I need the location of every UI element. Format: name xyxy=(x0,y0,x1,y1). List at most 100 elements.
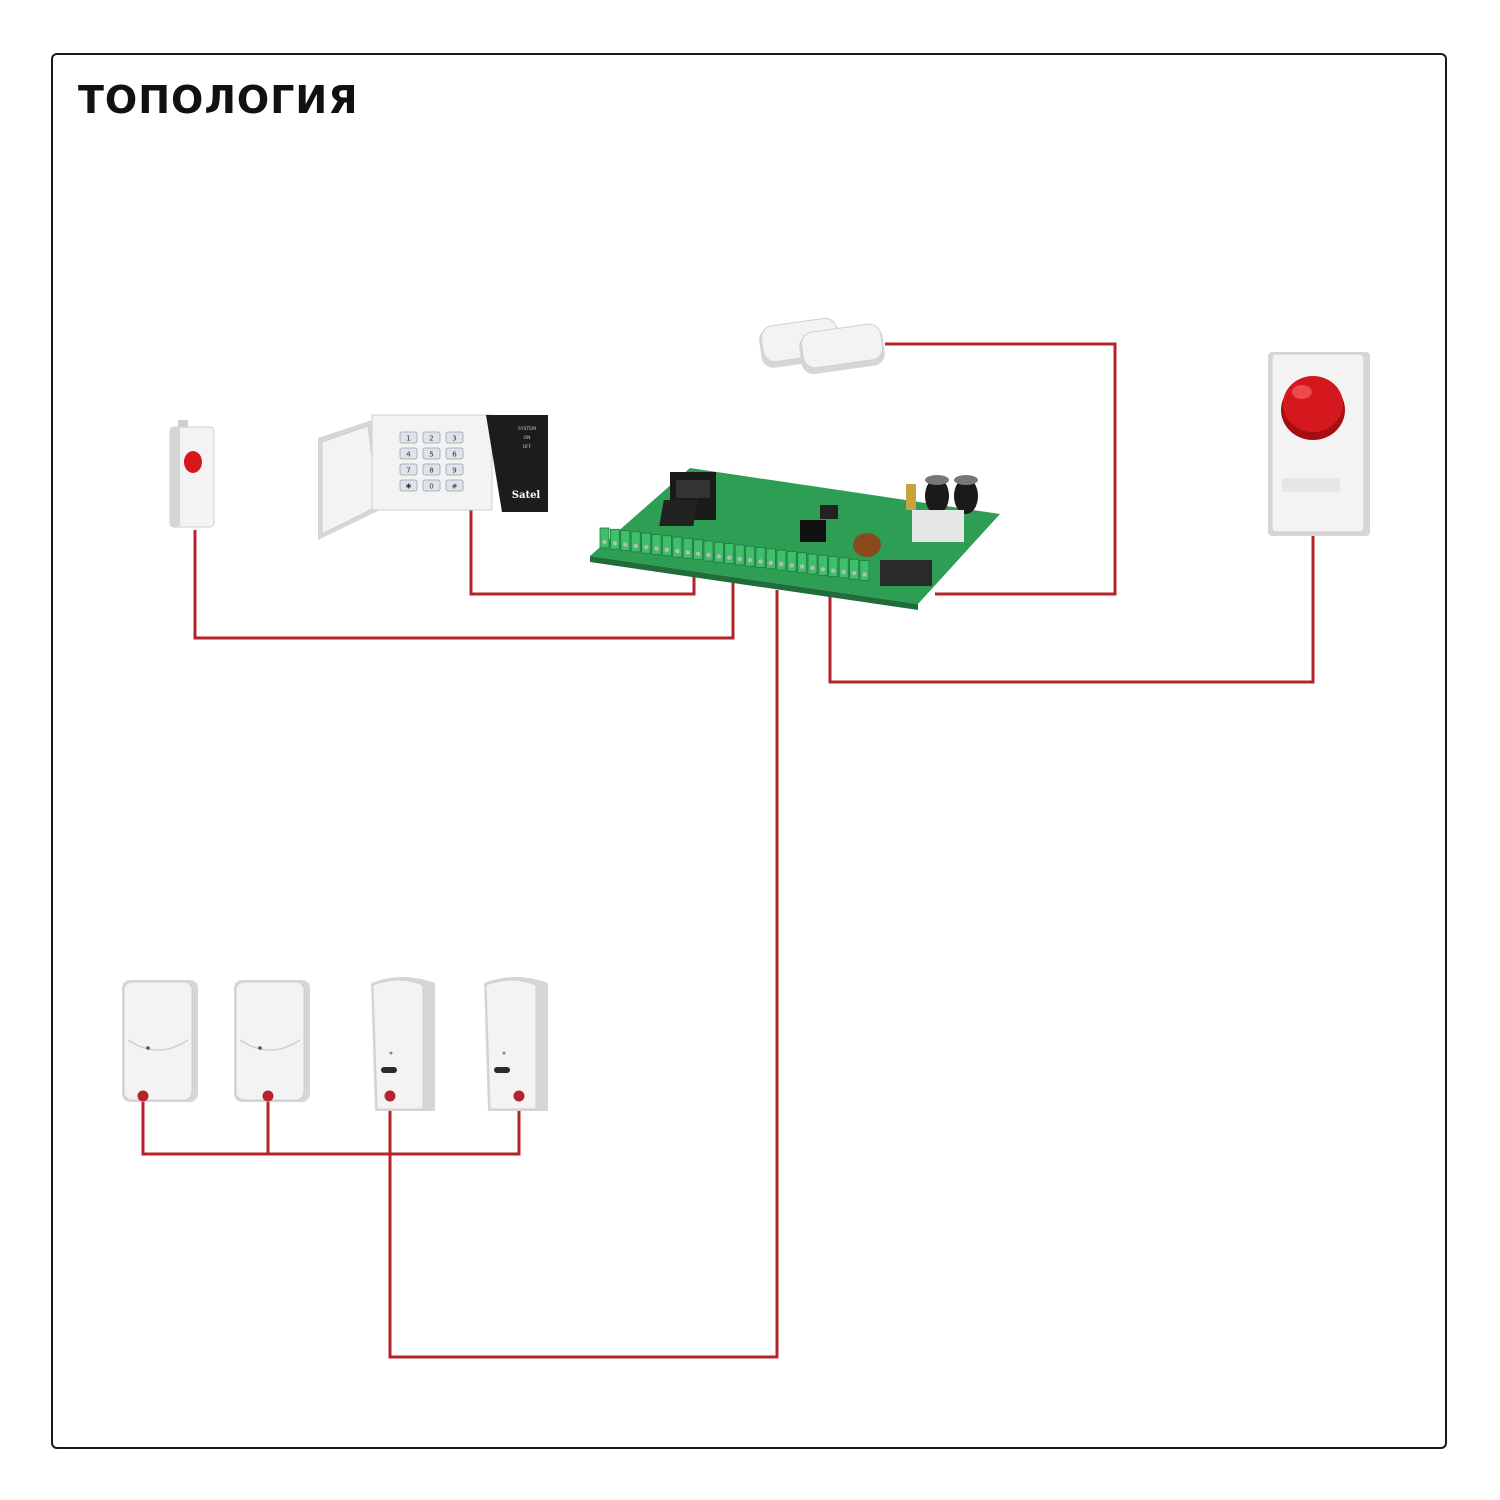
terminal-screw xyxy=(859,560,870,581)
keypad-key-label: 1 xyxy=(406,435,410,443)
panic-red-button-icon xyxy=(184,451,202,473)
terminal-screw-head xyxy=(841,569,846,575)
keypad-key xyxy=(445,431,464,444)
terminal-screw xyxy=(807,553,818,575)
terminal-screw xyxy=(610,528,620,550)
terminal-screw-head xyxy=(789,563,794,568)
keypad-key xyxy=(422,431,441,444)
wire-siren xyxy=(828,533,1315,684)
connection-points xyxy=(137,1090,525,1102)
keypad-key xyxy=(399,447,418,460)
terminal-screw xyxy=(724,543,735,564)
motion-detector-2 xyxy=(234,980,310,1102)
terminal-screw xyxy=(776,549,787,571)
terminal-screw-head xyxy=(831,568,836,573)
keypad-status-labels: SYSTEM ON OFF xyxy=(518,426,536,450)
keypad-key xyxy=(399,479,418,492)
terminal-screw xyxy=(620,530,631,551)
terminal-screw xyxy=(651,534,662,555)
terminal-screw-head xyxy=(685,550,690,555)
keypad-key xyxy=(445,447,464,460)
motion-detector-3 xyxy=(371,977,435,1111)
terminal-screw-head xyxy=(623,542,628,547)
detector-3-connection-dot xyxy=(384,1090,396,1102)
terminal-screw-head xyxy=(664,547,670,552)
terminal-screw-head xyxy=(851,571,857,576)
magnetic-contact-device xyxy=(759,317,885,375)
terminal-screw xyxy=(641,532,651,554)
terminal-block xyxy=(599,527,870,581)
diagram-frame xyxy=(51,53,1447,1449)
terminal-screw-head xyxy=(758,559,763,564)
siren-lamp-icon xyxy=(1283,376,1343,432)
keypad-key-label: # xyxy=(452,483,458,491)
terminal-screw xyxy=(755,547,766,568)
keypad-key-label: ✱ xyxy=(406,483,412,491)
terminal-screw xyxy=(734,544,745,566)
terminal-screw-head xyxy=(747,558,753,563)
wire-magnetic-contact xyxy=(885,342,1117,596)
keypad-key xyxy=(422,479,441,492)
terminal-screw-head xyxy=(643,545,649,550)
terminal-screw xyxy=(745,545,755,567)
motion-detector-1 xyxy=(122,980,198,1102)
detector-lens-icon xyxy=(494,1067,510,1073)
keypad-key-label: 4 xyxy=(406,451,411,459)
wire-panic-button xyxy=(193,530,735,640)
detector-led-icon xyxy=(389,1051,393,1055)
keypad-brand-logo: Satel xyxy=(512,490,541,501)
keypad-key-label: 2 xyxy=(429,435,433,443)
keypad-status-label: OFF xyxy=(523,444,532,450)
keypad-key-label: 5 xyxy=(429,451,433,459)
detector-led-icon xyxy=(258,1046,262,1050)
terminal-screw-head xyxy=(695,551,701,556)
keypad-key xyxy=(399,431,418,444)
keypad-key-label: 0 xyxy=(429,483,433,491)
terminal-screw xyxy=(838,557,849,579)
terminal-screw xyxy=(662,535,672,557)
keypad-key-label: 6 xyxy=(452,451,457,459)
detector-1-connection-dot xyxy=(137,1090,149,1102)
detector-lens-icon xyxy=(381,1067,397,1073)
detector-led-icon xyxy=(146,1046,150,1050)
keypad-key-label: 3 xyxy=(452,435,456,443)
keypad-key-label: 9 xyxy=(452,467,456,475)
terminal-screw xyxy=(818,554,828,576)
gsm-module-icon xyxy=(912,510,964,542)
terminal-screw-head xyxy=(737,556,742,562)
terminal-screw xyxy=(630,531,641,553)
wire-detectors-bus xyxy=(141,1096,521,1156)
terminal-screw-head xyxy=(810,565,815,571)
panic-button-device xyxy=(169,420,215,528)
chip-icon xyxy=(659,500,698,526)
terminal-screw xyxy=(786,551,797,572)
keypad-status-label: ON xyxy=(524,435,531,441)
keypad-key xyxy=(422,463,441,476)
terminal-screw-head xyxy=(654,546,659,551)
terminal-screw xyxy=(828,556,839,577)
terminal-screw xyxy=(766,548,776,570)
terminal-screw-head xyxy=(716,554,722,559)
keypad-key xyxy=(399,463,418,476)
terminal-screw xyxy=(703,540,714,562)
siren-device xyxy=(1268,352,1370,536)
terminal-screw xyxy=(849,558,859,580)
terminal-screw-head xyxy=(633,543,638,549)
detector-4-connection-dot xyxy=(513,1090,525,1102)
terminal-screw-head xyxy=(612,541,618,546)
terminal-screw-head xyxy=(779,561,784,567)
terminal-screw-head xyxy=(706,552,711,558)
wire-keypad xyxy=(469,510,696,596)
keypad-key xyxy=(445,463,464,476)
keypad-status-label: SYSTEM xyxy=(518,426,536,432)
motion-detectors xyxy=(122,977,548,1111)
motion-detector-4 xyxy=(484,977,548,1111)
control-panel-device xyxy=(590,468,1000,610)
terminal-screw xyxy=(599,527,610,549)
terminal-screw-head xyxy=(727,555,732,560)
antenna-connector-icon xyxy=(906,484,916,510)
terminal-screw-head xyxy=(820,567,826,572)
keypad-key-label: 7 xyxy=(406,467,410,475)
